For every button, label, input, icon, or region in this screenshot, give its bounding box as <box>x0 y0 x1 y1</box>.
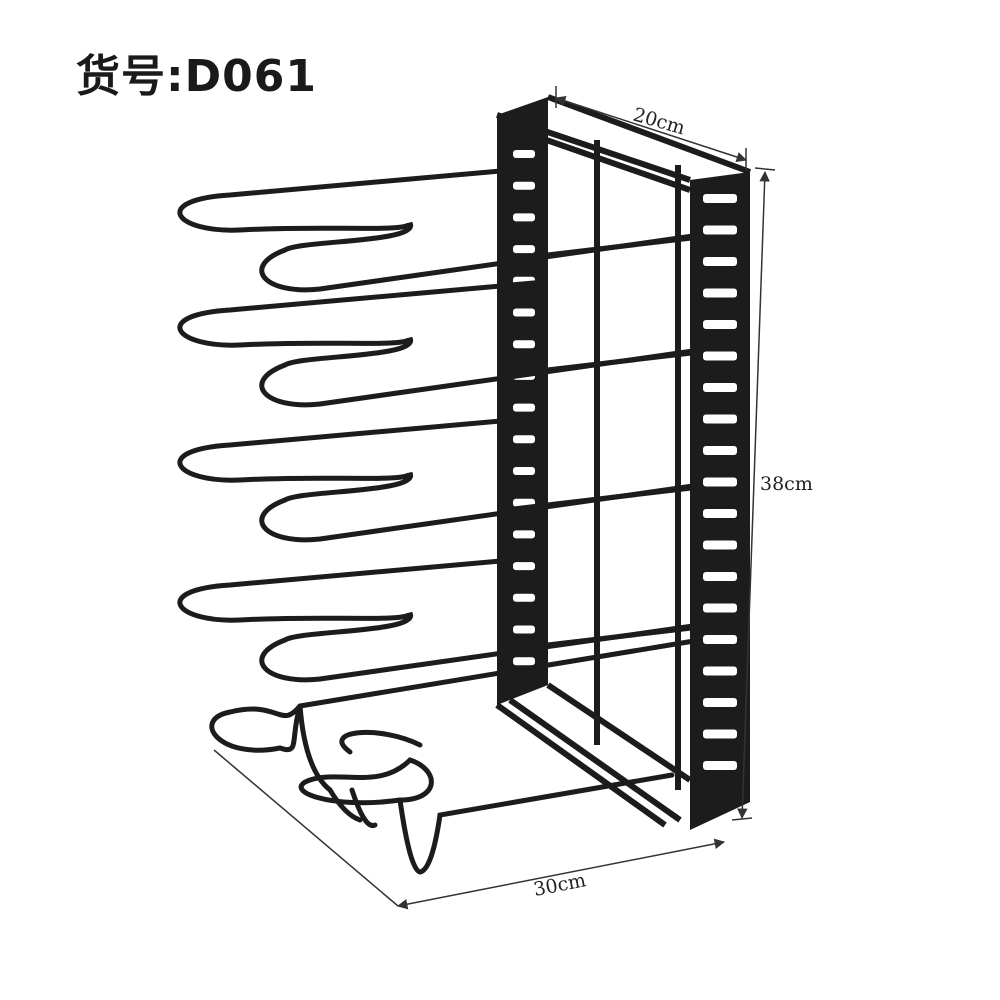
post-slot <box>703 729 737 739</box>
post-slot <box>513 530 535 539</box>
dimension-depth-label: 30cm <box>532 869 588 901</box>
post-slot <box>513 245 535 254</box>
post-slot <box>703 635 737 644</box>
post-slot <box>703 666 737 676</box>
shelf-arm-rail <box>502 484 703 513</box>
post-slot <box>513 562 535 571</box>
shelf-arm-rail <box>502 349 703 378</box>
rack-bottom-frame <box>495 682 692 828</box>
post-slot <box>703 225 737 235</box>
shelf-arm <box>177 164 703 293</box>
post-slot <box>703 572 737 581</box>
rack-back-post <box>497 97 548 705</box>
post-slot <box>513 340 535 349</box>
post-slot <box>703 761 737 770</box>
post-slot <box>513 308 535 317</box>
post-slot <box>703 257 737 266</box>
post-slot <box>703 509 737 518</box>
post-slot <box>513 625 535 634</box>
post-slot <box>703 477 737 487</box>
post-slot <box>703 288 737 298</box>
rack-middle-rods <box>594 140 681 790</box>
post-slot <box>703 603 737 613</box>
post-slot <box>513 181 535 190</box>
shelf-arm-rail <box>502 624 703 653</box>
post-slot <box>513 213 535 222</box>
product-code-title: 货号:D061 <box>76 51 317 102</box>
front-post-slots <box>703 194 737 770</box>
post-slot <box>513 593 535 602</box>
rack-base-feet <box>209 703 675 875</box>
shelf-arm-rail <box>502 234 703 263</box>
rack-front-post <box>690 172 750 830</box>
dimension-height: 38cm <box>731 167 813 821</box>
shelf-arm-rail <box>297 637 703 709</box>
post-slot <box>513 657 535 666</box>
shelf-arm <box>177 279 703 408</box>
post-slot <box>703 320 737 329</box>
post-slot <box>513 467 535 475</box>
post-slot <box>703 540 737 550</box>
dimension-height-label: 38cm <box>760 473 813 495</box>
post-slot <box>703 383 737 392</box>
shelf-arm <box>177 414 703 543</box>
shelf-arm <box>177 554 703 683</box>
post-slot <box>513 150 535 158</box>
post-slot <box>703 414 737 424</box>
shelf-arms <box>177 164 703 709</box>
post-slot <box>703 446 737 455</box>
post-slot <box>703 194 737 203</box>
post-slot <box>513 435 535 444</box>
post-slot <box>513 403 535 412</box>
dimension-depth: 30cm <box>213 749 726 910</box>
post-slot <box>703 698 737 707</box>
post-slot <box>703 351 737 361</box>
